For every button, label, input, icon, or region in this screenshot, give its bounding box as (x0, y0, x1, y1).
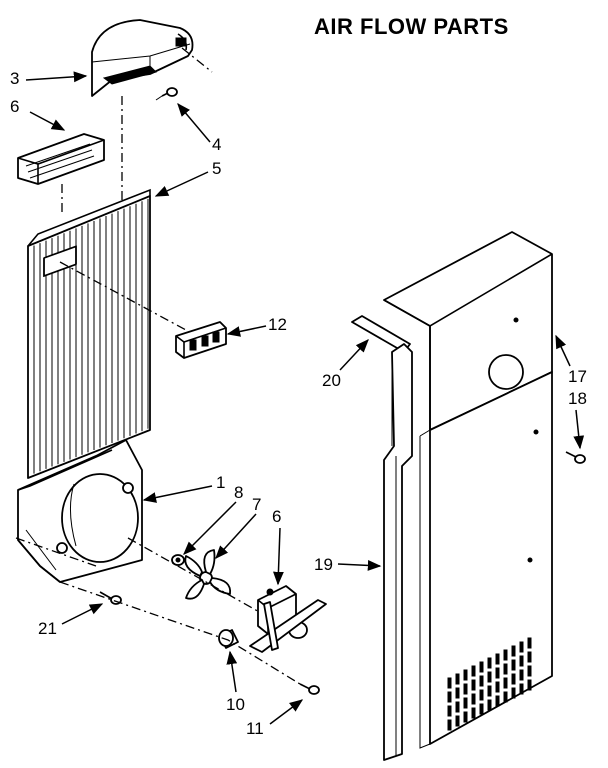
vent-slot (511, 645, 516, 657)
vent-slot (519, 683, 524, 695)
callout-7: 6 (272, 507, 281, 526)
guide-line (59, 261, 187, 331)
vent-slot (455, 687, 460, 699)
vent-slot (471, 693, 476, 705)
leader-arrow (25, 71, 88, 83)
callout-1: 1 (216, 473, 225, 492)
leader-arrow (154, 171, 209, 197)
callout-10: 10 (226, 695, 245, 714)
guide-line (181, 47, 213, 73)
vent-slot (527, 637, 532, 649)
leader-arrow (183, 501, 237, 555)
vent-slot (527, 665, 532, 677)
vent-slot (519, 641, 524, 653)
rear-cover-part-17 (383, 231, 553, 749)
guide-line (127, 537, 271, 619)
spacer-part-10 (218, 629, 239, 649)
callout-9: 8 (234, 483, 243, 502)
vent-slot (527, 679, 532, 691)
callout-5: 5 (212, 159, 221, 178)
vent-slot (527, 651, 532, 663)
callout-18: 18 (568, 389, 587, 408)
vent-slot (495, 695, 500, 707)
vent-slot (455, 715, 460, 727)
vent-slot (511, 687, 516, 699)
leader-arrow (177, 102, 211, 143)
callout-12: 12 (268, 315, 287, 334)
vent-slot (479, 703, 484, 715)
leader-arrow (61, 603, 104, 625)
guide-line (59, 581, 301, 685)
side-channel-part-19 (383, 343, 413, 761)
vent-slot (503, 677, 508, 689)
vent-slot (463, 683, 468, 695)
leader-arrow (337, 560, 382, 571)
vent-slot (463, 711, 468, 723)
callout-3: 3 (10, 69, 19, 88)
vent-slot (495, 681, 500, 693)
leader-arrow (555, 334, 571, 367)
vent-slot (463, 697, 468, 709)
nut-part-9 (171, 554, 185, 566)
vent-slot (519, 669, 524, 681)
vent-slot (447, 719, 452, 731)
fan-blade-part-8 (184, 549, 232, 600)
vent-slot (511, 659, 516, 671)
vent-slot (455, 701, 460, 713)
leader-arrow (273, 527, 284, 586)
air-duct-part-3 (91, 19, 194, 97)
vent-slot (511, 673, 516, 685)
vent-slot (471, 707, 476, 719)
vent-slot (463, 669, 468, 681)
vent-slot (487, 685, 492, 697)
guide-line (15, 537, 97, 567)
callout-21: 21 (38, 619, 57, 638)
screw-part-4 (155, 87, 178, 101)
leader-arrow (269, 699, 304, 725)
vent-slot (471, 679, 476, 691)
vent-slot (503, 691, 508, 703)
callout-6: 6 (10, 97, 19, 116)
leader-arrow (226, 650, 238, 693)
screw-part-11 (299, 683, 320, 695)
fan-motor-part-7 (249, 585, 327, 653)
seal-strip-part-20 (351, 315, 411, 353)
leader-arrow (215, 513, 257, 559)
vent-slot (503, 649, 508, 661)
vent-slot (479, 661, 484, 673)
vent-slot (519, 655, 524, 667)
clip-part-12 (175, 321, 227, 359)
leader-arrow (226, 325, 267, 337)
callout-19: 19 (314, 555, 333, 574)
vent-slot (479, 689, 484, 701)
leader-arrow (339, 339, 369, 371)
vent-slot (471, 665, 476, 677)
vent-slot (487, 657, 492, 669)
vent-slot (495, 667, 500, 679)
vent-slot (447, 677, 452, 689)
leader-arrow (29, 111, 66, 131)
vent-slot (495, 653, 500, 665)
vent-slot (447, 691, 452, 703)
vent-slot (479, 675, 484, 687)
callout-17: 17 (568, 367, 587, 386)
callout-20: 20 (322, 371, 341, 390)
evaporator-panel-part-5 (27, 188, 151, 479)
callout-4: 4 (212, 135, 221, 154)
vent-slot (503, 663, 508, 675)
diagram-title: AIR FLOW PARTS (314, 14, 509, 39)
vent-slot (487, 699, 492, 711)
vent-slot (447, 705, 452, 717)
vent-slot (487, 671, 492, 683)
vent-slot (455, 673, 460, 685)
screw-part-18 (565, 451, 586, 464)
callout-8: 7 (252, 495, 261, 514)
callout-11: 11 (246, 719, 264, 738)
vent-grille-part-6 (17, 133, 105, 185)
leader-arrow (142, 485, 213, 503)
leader-arrow (573, 409, 585, 450)
fan-shroud-part-1 (17, 439, 143, 583)
